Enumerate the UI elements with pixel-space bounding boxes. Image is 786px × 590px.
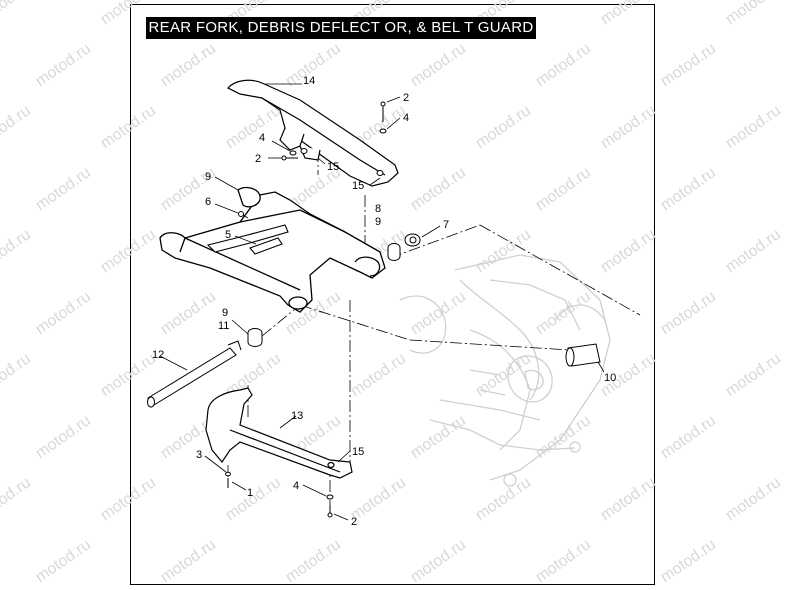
watermark-text: motod.ru (533, 412, 594, 462)
watermark-text: motod.ru (783, 164, 786, 214)
watermark-text: motod.ru (0, 102, 34, 152)
watermark-text: motod.ru (348, 350, 409, 400)
callout-15-lower: 15 (352, 446, 364, 458)
watermark-text: motod.ru (598, 474, 659, 524)
watermark-text: motod.ru (533, 536, 594, 586)
callout-9-pivot: 9 (375, 216, 381, 228)
watermark-text: motod.ru (33, 536, 94, 586)
diagram-frame (130, 4, 655, 585)
callout-6: 6 (205, 196, 211, 208)
callout-2-guard: 2 (255, 153, 261, 165)
callout-4-lower: 4 (293, 480, 299, 492)
watermark-text: motod.ru (473, 350, 534, 400)
watermark-text: motod.ru (533, 164, 594, 214)
callout-leaders (159, 83, 605, 521)
watermark-text: motod.ru (408, 536, 469, 586)
watermark-text: motod.ru (658, 288, 719, 338)
callout-10: 10 (604, 372, 616, 384)
callout-2-lower: 2 (351, 516, 357, 528)
belt-guard (227, 79, 399, 187)
watermark-text: motod.ru (783, 536, 786, 586)
watermark-text: motod.ru (723, 102, 784, 152)
callout-9-bushing: 9 (222, 307, 228, 319)
watermark-text: motod.ru (723, 474, 784, 524)
watermark-text: motod.ru (408, 40, 469, 90)
watermark-text: motod.ru (598, 0, 659, 28)
diagram-title: REAR FORK, DEBRIS DEFLECT OR, & BEL T GU… (146, 17, 536, 39)
watermark-text: motod.ru (33, 412, 94, 462)
watermark-text: motod.ru (0, 226, 34, 276)
callout-15-top: 15 (352, 180, 364, 192)
watermark-text: motod.ru (473, 226, 534, 276)
watermark-text: motod.ru (598, 226, 659, 276)
callout-3: 3 (196, 449, 202, 461)
callout-13: 13 (291, 410, 303, 422)
callout-2-top: 2 (403, 92, 409, 104)
callout-12: 12 (152, 349, 164, 361)
watermark-text: motod.ru (723, 0, 784, 28)
lower-belt-guard (205, 387, 353, 479)
watermark-text: motod.ru (408, 412, 469, 462)
debris-deflector (206, 224, 289, 255)
watermark-text: motod.ru (658, 164, 719, 214)
callout-5: 5 (225, 229, 231, 241)
watermark-text: motod.ru (658, 536, 719, 586)
watermark-text: motod.ru (783, 288, 786, 338)
watermark-text: motod.ru (158, 536, 219, 586)
callout-15-guard: 15 (327, 161, 339, 173)
watermark-text: motod.ru (783, 40, 786, 90)
callout-14: 14 (303, 75, 315, 87)
watermark-text: motod.ru (533, 288, 594, 338)
watermark-text: motod.ru (0, 474, 34, 524)
watermark-text: motod.ru (158, 288, 219, 338)
callout-1: 1 (247, 487, 253, 499)
watermark-text: motod.ru (723, 350, 784, 400)
watermark-text: motod.ru (98, 102, 159, 152)
watermark-text: motod.ru (723, 226, 784, 276)
watermark-text: motod.ru (658, 40, 719, 90)
watermark-text: motod.ru (783, 412, 786, 462)
callout-11: 11 (218, 320, 229, 332)
callout-9-fork: 9 (205, 171, 211, 183)
watermark-text: motod.ru (98, 350, 159, 400)
callout-4-top: 4 (403, 112, 409, 124)
callout-8: 8 (375, 203, 381, 215)
watermark-text: motod.ru (98, 226, 159, 276)
callout-4-guard: 4 (259, 132, 265, 144)
watermark-text: motod.ru (33, 288, 94, 338)
callout-labels: 14 2 4 4 2 15 15 9 6 8 9 7 5 9 11 12 10 … (152, 75, 616, 528)
callout-7: 7 (443, 219, 449, 231)
watermark-text: motod.ru (0, 0, 34, 28)
watermark-text: motod.ru (473, 102, 534, 152)
watermark-text: motod.ru (658, 412, 719, 462)
watermark-text: motod.ru (158, 40, 219, 90)
rear-fork (159, 186, 386, 313)
watermark-text: motod.ru (408, 164, 469, 214)
watermark-text: motod.ru (598, 102, 659, 152)
watermark-text: motod.ru (283, 536, 344, 586)
watermark-text: motod.ru (33, 164, 94, 214)
watermark-text: motod.ru (223, 102, 284, 152)
watermark-text: motod.ru (33, 40, 94, 90)
watermark-text: motod.ru (98, 474, 159, 524)
watermark-text: motod.ru (223, 474, 284, 524)
watermark-text: motod.ru (0, 350, 34, 400)
hardware (147, 101, 601, 518)
watermark-text: motod.ru (473, 474, 534, 524)
watermark-text: motod.ru (533, 40, 594, 90)
